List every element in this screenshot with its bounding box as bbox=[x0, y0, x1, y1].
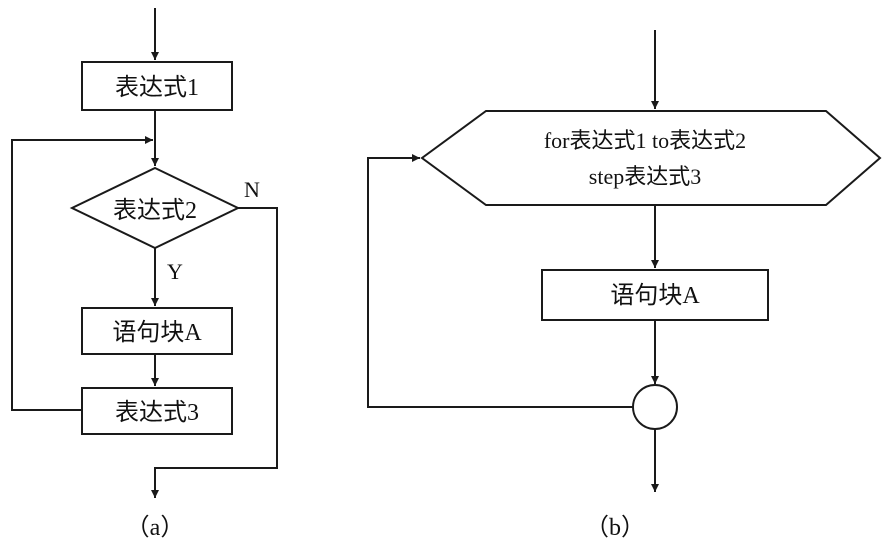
a-loop-back-arrow bbox=[11, 136, 153, 411]
b-statement-block-label: 语句块A bbox=[610, 282, 700, 309]
b-loop-line1: for表达式1 to表达式2 bbox=[544, 128, 746, 153]
a-expression1-label: 表达式1 bbox=[115, 74, 199, 101]
a-expression2-label: 表达式2 bbox=[113, 197, 197, 224]
b-loop-hexagon bbox=[420, 110, 882, 206]
b-loop-back-arrow bbox=[367, 154, 633, 408]
b-caption: （b） bbox=[585, 515, 645, 541]
a-no-branch-arrow bbox=[151, 207, 278, 498]
a-statement-block-label: 语句块A bbox=[112, 319, 202, 346]
a-expression3-label: 表达式3 bbox=[115, 399, 199, 426]
b-statement-block-box bbox=[541, 269, 769, 321]
a-yes-label: Y bbox=[167, 259, 183, 284]
a-statement-block-box bbox=[81, 307, 233, 355]
a-expression1-box bbox=[81, 61, 233, 111]
diagram-a: 表达式1 表达式2 N Y 语句块A 表达式3 （a） bbox=[11, 8, 278, 541]
b-loop-line2: step表达式3 bbox=[589, 164, 701, 189]
a-caption: （a） bbox=[126, 515, 185, 541]
b-connector-circle bbox=[632, 384, 678, 430]
a-expression3-box bbox=[81, 387, 233, 435]
diagram-b: for表达式1 to表达式2 step表达式3 语句块A （b） bbox=[367, 30, 882, 541]
a-no-label: N bbox=[244, 177, 260, 202]
